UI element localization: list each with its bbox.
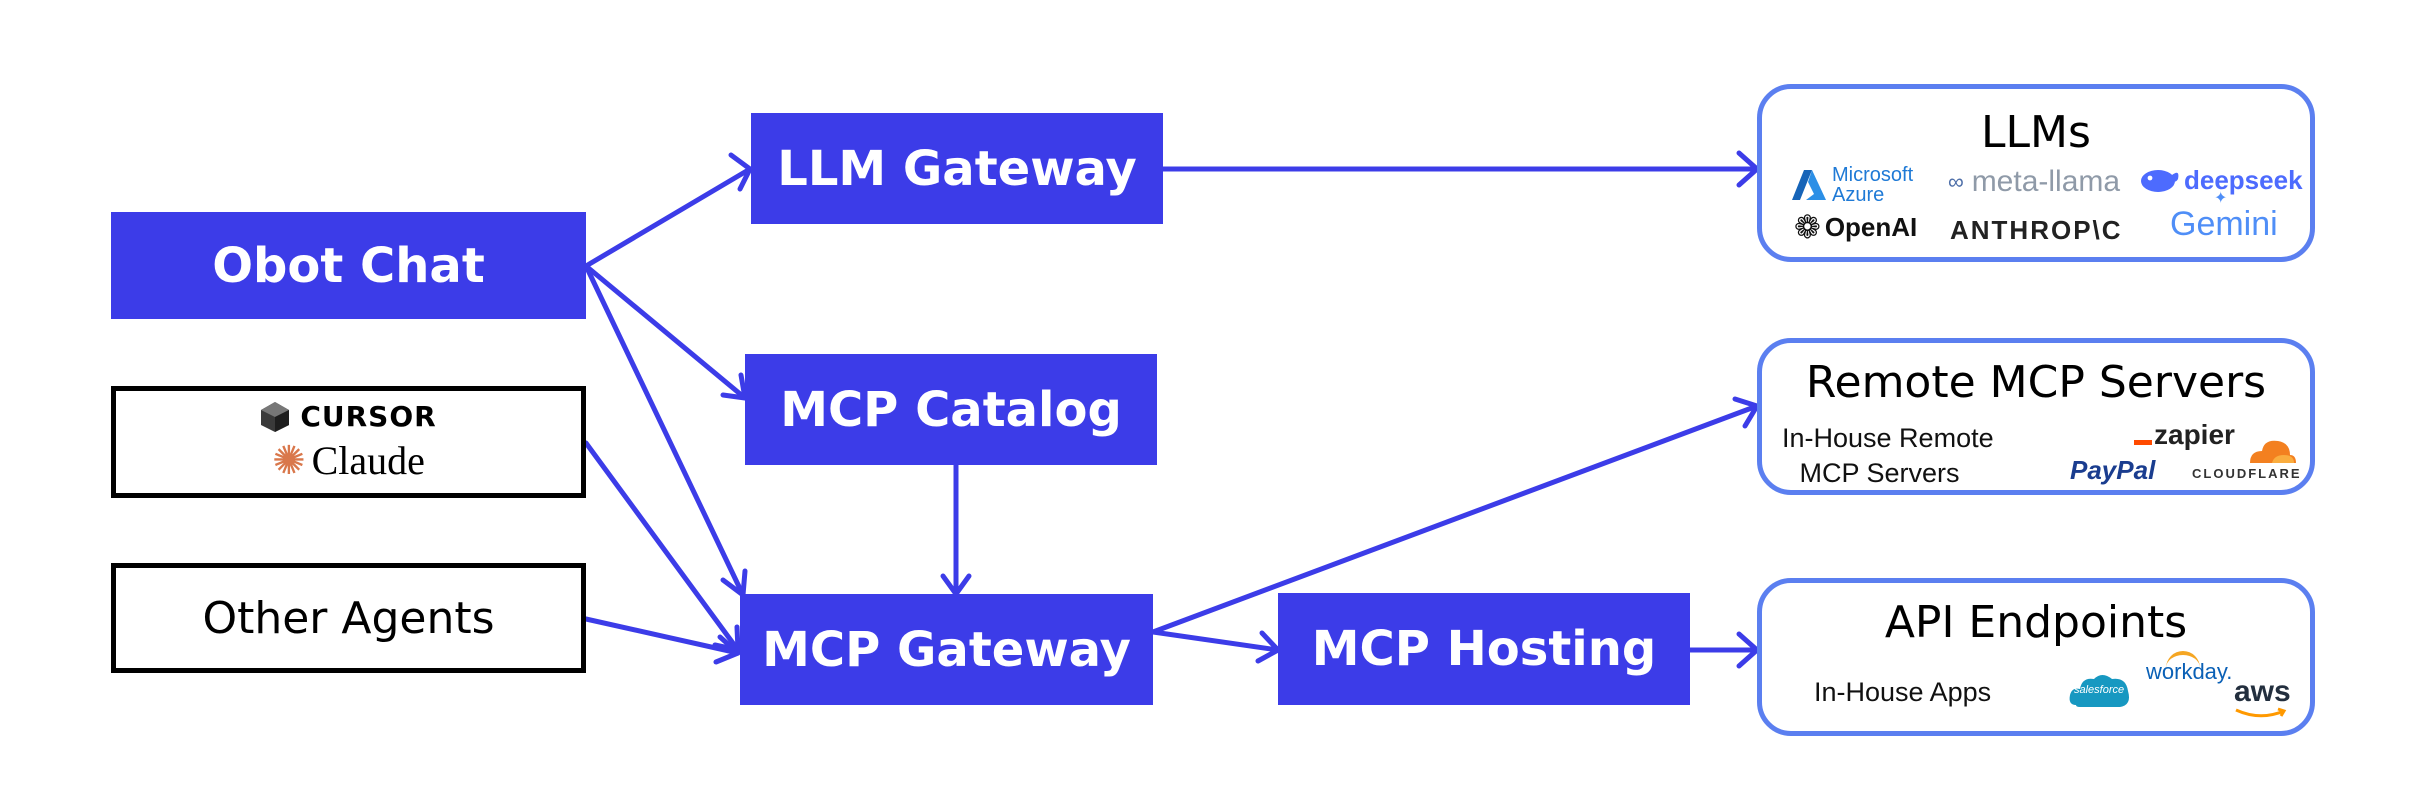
obot-chat-node: Obot Chat bbox=[111, 212, 586, 319]
microsoft-text: Microsoft bbox=[1832, 164, 1914, 186]
infinity-icon: ∞ bbox=[1948, 169, 1964, 194]
openai-knot-icon: ❁ bbox=[1794, 209, 1821, 245]
clients-node: CURSOR ✺ Claude bbox=[111, 386, 586, 498]
arrow-obot-to-llm-gateway bbox=[583, 166, 753, 269]
llm-gateway-label: LLM Gateway bbox=[777, 140, 1137, 197]
arrow-obot-to-mcp-catalog bbox=[583, 263, 748, 401]
obot-chat-label: Obot Chat bbox=[212, 237, 485, 294]
meta-llama-text: meta-llama bbox=[1971, 165, 2121, 198]
paypal-text: PayPal bbox=[2070, 455, 2156, 485]
zapier-text: zapier bbox=[2154, 419, 2235, 450]
mcp-gateway-node: MCP Gateway bbox=[740, 594, 1153, 705]
gemini-sparkle-icon: ✦ bbox=[2214, 190, 2228, 207]
in-house-apps-label: In-House Apps bbox=[1814, 679, 1991, 706]
llm-gateway-node: LLM Gateway bbox=[751, 113, 1163, 224]
anthropic-text: ANTHROP\C bbox=[1950, 215, 2123, 245]
salesforce-text: salesforce bbox=[2074, 684, 2125, 696]
arrow-other-agents-to-mcp-gateway bbox=[583, 616, 741, 656]
claude-sunburst-icon: ✺ bbox=[272, 438, 306, 483]
mcp-gateway-label: MCP Gateway bbox=[762, 621, 1131, 678]
other-agents-label: Other Agents bbox=[202, 592, 495, 644]
azure-icon bbox=[1792, 170, 1826, 200]
deepseek-logo: deepseek bbox=[2138, 165, 2303, 195]
in-house-apps-text: In-House Apps bbox=[1814, 677, 1992, 707]
gemini-logo: ✦ Gemini bbox=[2170, 191, 2278, 243]
arrow-gateway-to-remote-mcp bbox=[1150, 403, 1760, 635]
mcp-catalog-label: MCP Catalog bbox=[780, 381, 1122, 438]
workday-arc-icon bbox=[2166, 651, 2200, 669]
cloudflare-text: CLOUDFLARE bbox=[2192, 466, 2302, 481]
zapier-underscore-icon bbox=[2134, 439, 2152, 445]
deepseek-text: deepseek bbox=[2184, 165, 2303, 195]
other-agents-node: Other Agents bbox=[111, 563, 586, 673]
llms-box: LLMs Microsoft Azure ∞ meta-llama deepse… bbox=[1757, 84, 2315, 262]
arrow-gateway-to-hosting bbox=[1150, 629, 1281, 653]
remote-mcp-servers-box: Remote MCP Servers In-House Remote MCP S… bbox=[1757, 338, 2315, 495]
mcp-hosting-label: MCP Hosting bbox=[1311, 621, 1657, 677]
in-house-remote-line1: In-House Remote bbox=[1782, 423, 1994, 453]
openai-text: OpenAI bbox=[1824, 212, 1918, 242]
microsoft-azure-logo: Microsoft Azure bbox=[1792, 165, 1913, 205]
anthropic-logo: ANTHROP\C bbox=[1950, 217, 2123, 243]
azure-text: Azure bbox=[1832, 184, 1885, 206]
cursor-logo: CURSOR bbox=[260, 400, 436, 433]
cursor-text: CURSOR bbox=[300, 400, 437, 433]
openai-logo: ❁ OpenAI bbox=[1794, 211, 1917, 243]
salesforce-logo: salesforce bbox=[2068, 669, 2132, 713]
aws-text: aws bbox=[2234, 675, 2291, 708]
deepseek-whale-icon bbox=[2141, 170, 2179, 192]
claude-text: Claude bbox=[311, 438, 425, 483]
claude-logo: ✺ Claude bbox=[272, 437, 425, 484]
arrow-clients-to-mcp-gateway bbox=[583, 440, 741, 653]
meta-llama-logo: ∞ meta-llama bbox=[1948, 167, 2120, 197]
api-endpoints-box: API Endpoints In-House Apps salesforce w… bbox=[1757, 578, 2315, 736]
arrow-obot-to-mcp-gateway bbox=[583, 263, 746, 598]
cursor-icon bbox=[261, 401, 290, 432]
mcp-catalog-node: MCP Catalog bbox=[745, 354, 1157, 465]
cloudflare-cloud-icon bbox=[2250, 440, 2296, 463]
zapier-logo: zapier bbox=[2134, 421, 2235, 449]
in-house-remote-line2: MCP Servers bbox=[1799, 458, 1960, 489]
aws-smile-icon bbox=[2235, 707, 2287, 718]
mcp-hosting-node: MCP Hosting bbox=[1278, 593, 1690, 705]
workday-logo: workday. bbox=[2146, 651, 2232, 683]
llms-title: LLMs bbox=[1981, 107, 2091, 158]
aws-logo: aws bbox=[2234, 675, 2291, 718]
gemini-text: Gemini bbox=[2170, 205, 2278, 243]
paypal-logo: PayPal bbox=[2070, 457, 2155, 483]
salesforce-cloud-icon bbox=[2069, 675, 2129, 707]
api-endpoints-title: API Endpoints bbox=[1884, 597, 2188, 648]
in-house-remote-label: In-House Remote MCP Servers bbox=[1782, 421, 1994, 491]
remote-mcp-title: Remote MCP Servers bbox=[1805, 357, 2267, 408]
